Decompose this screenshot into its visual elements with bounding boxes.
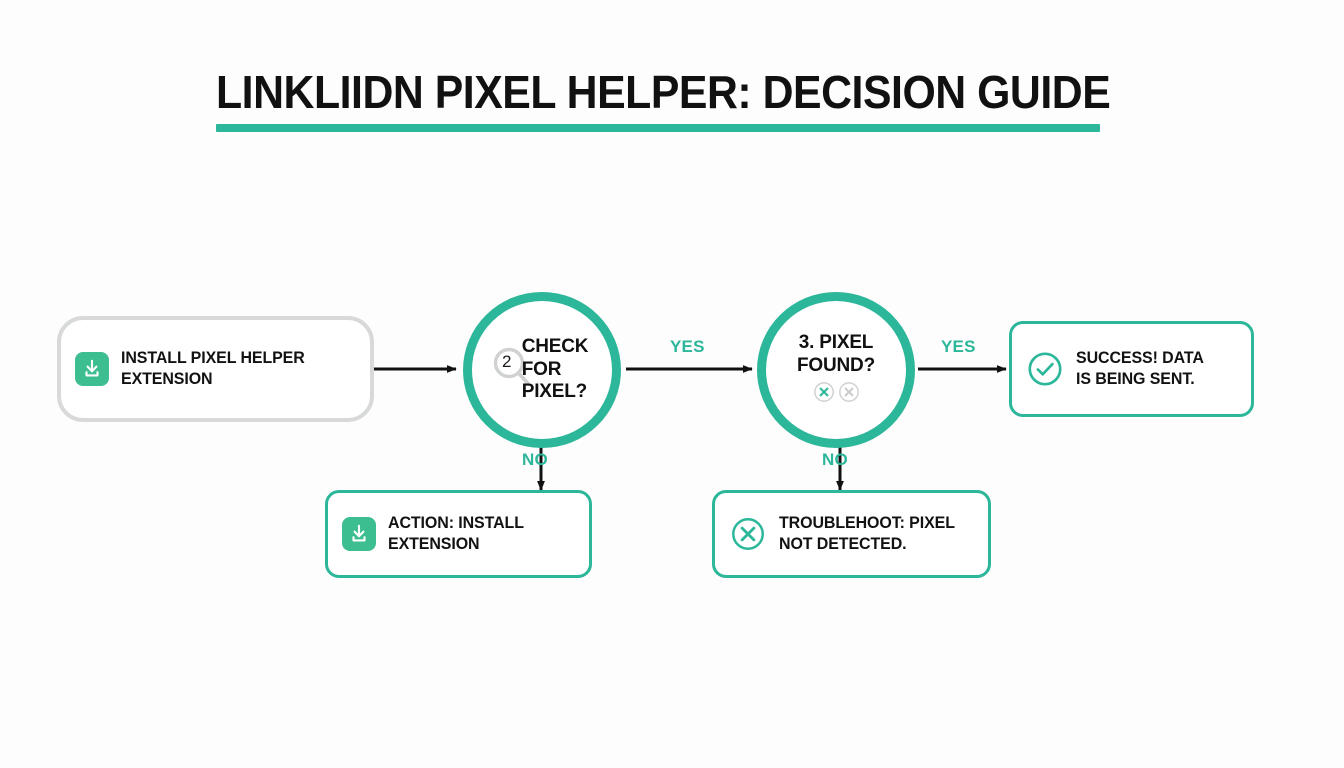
title-underline-rule (216, 124, 1100, 133)
node-check-for-pixel[interactable]: 2 CHECK FOR PIXEL? (463, 292, 621, 448)
x-circle-icon (729, 515, 767, 553)
node-install-extension[interactable]: INSTALL PIXEL HELPER EXTENSION (57, 316, 374, 422)
check-circle-icon (1026, 350, 1064, 388)
node-pixel-found-label: 3. PIXEL FOUND? (797, 332, 875, 376)
edge-label-decision2-no: NO (822, 450, 848, 469)
x-circle-icon-gray (838, 381, 860, 408)
edge-label-decision1-yes: YES (670, 337, 705, 356)
x-circle-icon-teal (813, 381, 835, 408)
node-action-install-extension-label: ACTION: INSTALL EXTENSION (388, 513, 524, 553)
magnifier-icon (490, 345, 536, 396)
node-pixel-found[interactable]: 3. PIXEL FOUND? (757, 292, 915, 448)
download-icon (342, 517, 376, 551)
node-success-label: SUCCESS! DATA IS BEING SENT. (1076, 348, 1204, 388)
node-action-install-extension[interactable]: ACTION: INSTALL EXTENSION (325, 490, 592, 578)
node-troubleshoot-label: TROUBLEHOOT: PIXEL NOT DETECTED. (779, 513, 955, 553)
node-success[interactable]: SUCCESS! DATA IS BEING SENT. (1009, 321, 1254, 417)
edge-label-decision1-no: NO (522, 450, 548, 469)
edge-label-decision2-yes: YES (941, 337, 976, 356)
node-troubleshoot[interactable]: TROUBLEHOOT: PIXEL NOT DETECTED. (712, 490, 991, 578)
node-check-for-pixel-label: CHECK FOR PIXEL? (521, 336, 589, 403)
decision2-status-icons (813, 381, 860, 408)
page-title-block: LINKLIIDN PIXEL HELPER: DECISION GUIDE (216, 66, 1111, 133)
decision1-number: 2 (502, 352, 512, 371)
page-title: LINKLIIDN PIXEL HELPER: DECISION GUIDE (216, 66, 1111, 118)
download-icon (75, 352, 109, 386)
node-install-extension-label: INSTALL PIXEL HELPER EXTENSION (121, 348, 305, 388)
